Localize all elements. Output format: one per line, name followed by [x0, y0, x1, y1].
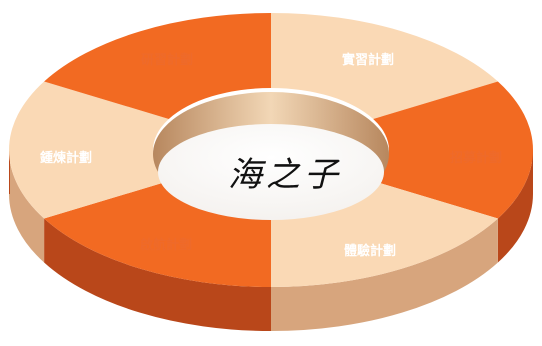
segment-label-internship: 實習計劃 — [342, 52, 394, 68]
wall-internship — [497, 150, 533, 263]
segment-labels: 研習計劃 實習計劃 招募計劃 體驗計劃 啟航計劃 鍾煉計劃 — [40, 52, 502, 259]
wall-recruitment — [271, 218, 498, 331]
ring-hole — [153, 92, 389, 220]
ring-outer-wall — [9, 150, 533, 331]
segment-voyage — [8, 81, 169, 219]
segment-research — [271, 13, 498, 119]
segment-label-experience: 體驗計劃 — [344, 243, 396, 259]
center-title: 海之子 — [228, 155, 342, 195]
wall-edge-right — [532, 150, 533, 194]
segment-label-recruitment: 招募計劃 — [450, 150, 502, 166]
wall-edge-left — [9, 150, 10, 194]
segment-label-voyage: 啟航計劃 — [140, 237, 192, 253]
wall-voyage — [9, 150, 45, 263]
wall-experience — [44, 218, 271, 331]
segment-label-research: 研習計劃 — [141, 52, 193, 68]
segment-internship — [373, 81, 533, 219]
segment-tempering — [44, 13, 271, 119]
segment-label-tempering: 鍾煉計劃 — [40, 150, 92, 166]
hole-floor — [158, 124, 384, 220]
